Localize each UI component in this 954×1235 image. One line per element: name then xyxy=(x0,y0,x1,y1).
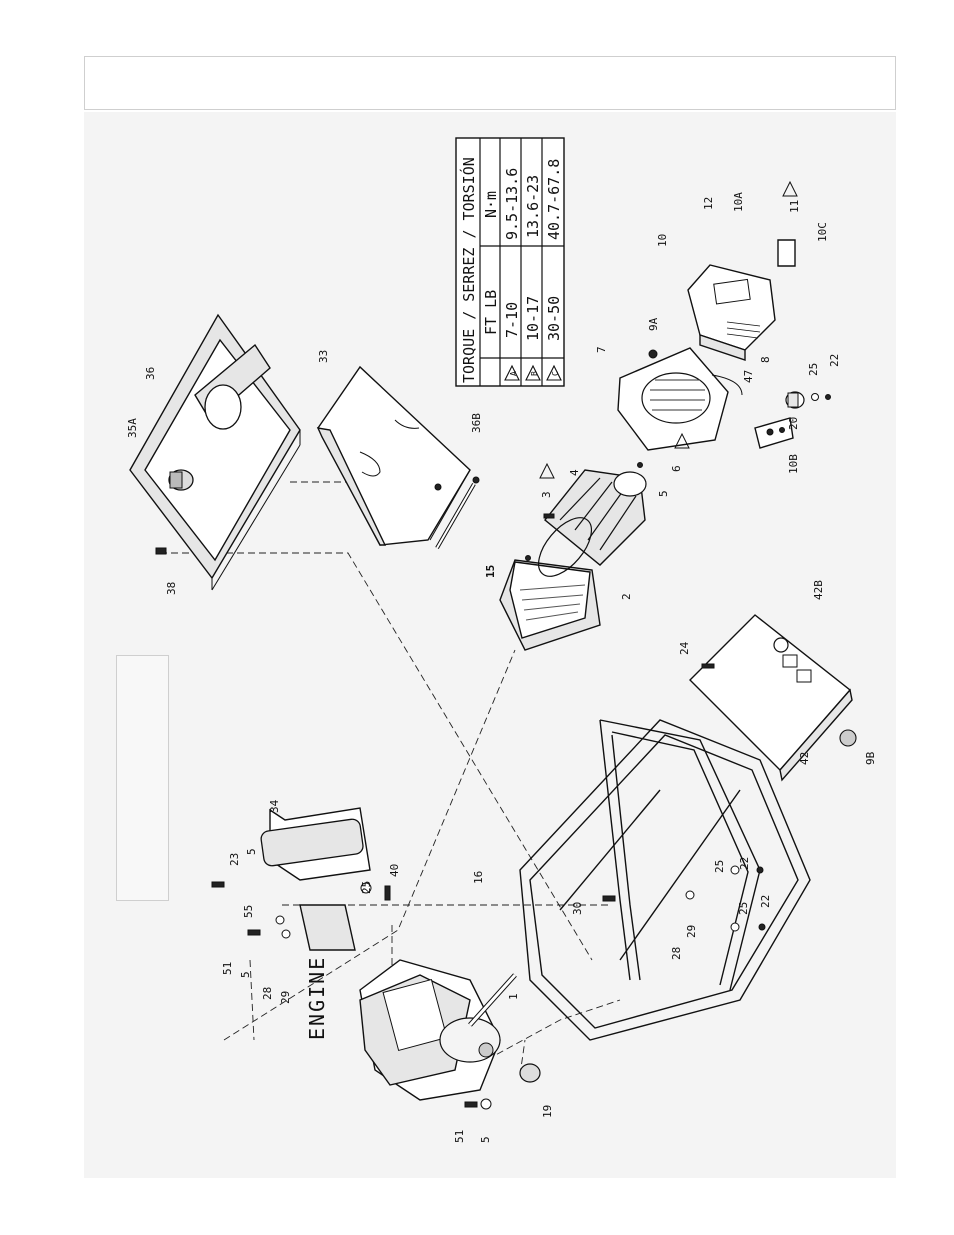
part-label: 22 xyxy=(759,895,772,908)
torque-row-b-nm: 13.6-23 xyxy=(524,175,542,238)
part-label: 25 xyxy=(807,363,820,376)
part-label: 51 xyxy=(453,1130,466,1143)
part-label: 6 xyxy=(670,465,683,472)
part-label: 10A xyxy=(732,192,745,212)
bolt-38 xyxy=(156,548,166,554)
part-label: 25 xyxy=(737,902,750,915)
part-label: 51 xyxy=(221,962,234,975)
part-label: 25 xyxy=(713,860,726,873)
part-label: 9B xyxy=(864,751,877,765)
part-label: 47 xyxy=(742,370,755,383)
part-label: 10 xyxy=(656,234,669,247)
part-label: 5 xyxy=(245,848,258,855)
part-label: 5 xyxy=(239,971,252,978)
part-label: 4 xyxy=(568,469,581,476)
part-label: 29 xyxy=(685,925,698,938)
part-label: 9A xyxy=(647,317,660,331)
torque-table: TORQUE / SERREZ / TORSIÓN FT LB N·m A B … xyxy=(456,138,564,386)
part-label: 40 xyxy=(388,864,401,877)
svg-text:A: A xyxy=(509,371,518,376)
part-label: 5 xyxy=(657,490,670,497)
part-label: 25 xyxy=(360,881,373,894)
stator xyxy=(618,348,742,450)
fuel-cap xyxy=(169,470,193,490)
part-label: 3 xyxy=(540,491,553,498)
part-label: 36B xyxy=(470,413,483,433)
part-label: 10C xyxy=(816,222,829,242)
part-label: 42 xyxy=(798,752,811,765)
part-label: 36 xyxy=(144,367,157,380)
part-label: 38 xyxy=(165,582,178,595)
frame xyxy=(520,720,810,1040)
torque-row-c-nm: 40.7-67.8 xyxy=(545,159,563,240)
part-label: 19 xyxy=(541,1105,554,1118)
part-label: 1 xyxy=(507,993,520,1000)
svg-text:B: B xyxy=(530,371,539,376)
svg-text:C: C xyxy=(551,371,560,376)
torque-row-a-ftlb: 7-10 xyxy=(503,302,521,338)
part-label: 23 xyxy=(228,853,241,866)
alternator-housing xyxy=(500,560,600,650)
part-label: 10B xyxy=(787,454,800,474)
torque-row-a-nm: 9.5-13.6 xyxy=(503,168,521,240)
torque-header-nm: N·m xyxy=(482,191,500,218)
torque-table-title: TORQUE / SERREZ / TORSIÓN xyxy=(459,157,478,383)
part-label: 34 xyxy=(268,799,281,813)
part-label: 20 xyxy=(787,417,800,430)
part-label: 24 xyxy=(678,641,691,655)
part-label: 2 xyxy=(620,593,633,600)
part-label: 28 xyxy=(261,987,274,1000)
part-label: 28 xyxy=(670,947,683,960)
part-label: 12 xyxy=(702,197,715,210)
vibration-mount-19 xyxy=(520,1064,540,1082)
torque-header-ftlb: FT LB xyxy=(482,290,500,335)
torque-row-c-ftlb: 30-50 xyxy=(545,296,563,341)
part-label: 29 xyxy=(279,991,292,1004)
tank-bracket xyxy=(318,367,470,545)
label-plate-10c xyxy=(778,240,795,266)
muffler xyxy=(260,808,370,950)
part-label: 22 xyxy=(738,857,751,870)
part-label: 8 xyxy=(759,356,772,363)
part-label: 5 xyxy=(479,1136,492,1143)
part-label: 15 xyxy=(484,565,497,578)
torque-row-b-ftlb: 10-17 xyxy=(524,296,542,341)
part-label: 42B xyxy=(812,580,825,600)
part-label: 55 xyxy=(242,905,255,918)
part-label: 11 xyxy=(788,200,801,213)
engine-label: ENGINE xyxy=(305,956,329,1040)
part-label: 7 xyxy=(595,346,608,353)
part-label: 30 xyxy=(571,902,584,915)
part-label: 35A xyxy=(126,418,139,438)
part-label: 33 xyxy=(317,350,330,363)
part-label: 22 xyxy=(828,354,841,367)
engine xyxy=(360,960,515,1100)
capacitor xyxy=(786,392,804,408)
control-box xyxy=(688,265,775,360)
part-label: 16 xyxy=(472,871,485,884)
